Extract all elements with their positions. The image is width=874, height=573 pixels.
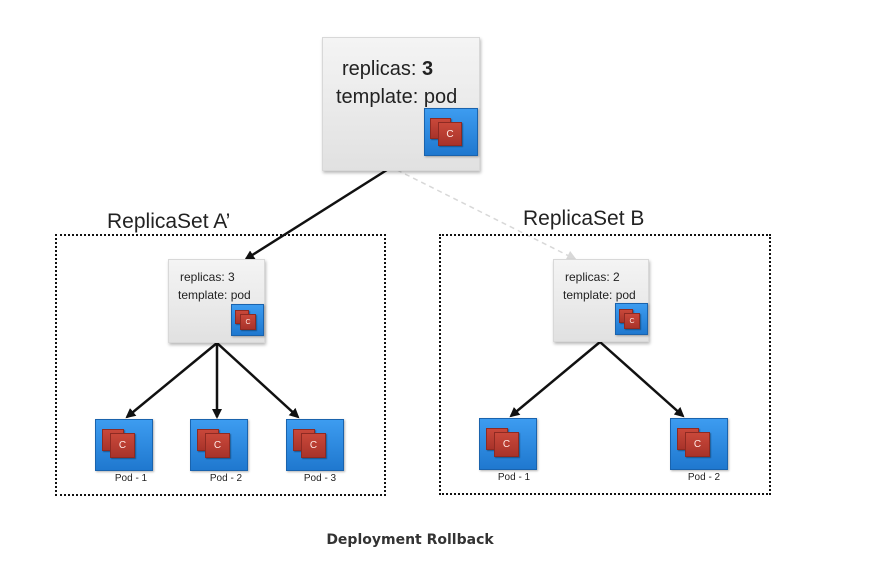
container-icon: C (205, 433, 230, 458)
pod-label: Pod - 2 (209, 473, 243, 484)
pod-label: Pod - 2 (687, 472, 721, 483)
replicaset-b-template: template: pod (563, 288, 636, 302)
deployment-replicas-label: replicas: (342, 58, 423, 80)
replicaset-b-to-pod-1-arrow (509, 341, 601, 418)
deployment-replicas-value: 3 (422, 58, 434, 80)
container-icon: C (438, 122, 462, 146)
deployment-to-replicaset-a-arrow (244, 166, 391, 261)
replicaset-a-template: template: pod (178, 288, 251, 302)
pod-icon: C (670, 418, 728, 470)
replicaset-a-replicas: replicas: 3 (180, 270, 235, 284)
container-icon: C (301, 433, 326, 458)
replicaset-b-card: replicas: 2 template: pod C (553, 259, 649, 342)
replicaset-b-to-pod-2-arrow (599, 341, 685, 418)
pod-label: Pod - 1 (497, 472, 531, 483)
deployment-to-replicaset-b-faded-arrow (396, 169, 577, 260)
pod-icon: C (286, 419, 344, 471)
replicaset-a-title: ReplicaSet A’ (107, 210, 231, 233)
replicaset-a-to-pod-3-arrow (216, 342, 300, 419)
pod-template-icon: C (231, 304, 264, 336)
container-icon: C (624, 313, 640, 329)
replicaset-a-group (55, 234, 386, 496)
replicaset-b-group (439, 234, 771, 495)
pod-label: Pod - 1 (114, 473, 148, 484)
pod-label: Pod - 3 (303, 473, 337, 484)
pod-icon: C (479, 418, 537, 470)
container-icon: C (494, 432, 519, 457)
container-icon: C (110, 433, 135, 458)
pod-template-icon: C (615, 303, 648, 335)
deployment-template: template: pod (336, 86, 458, 108)
container-icon: C (240, 314, 256, 330)
container-icon: C (685, 432, 710, 457)
pod-icon: C (190, 419, 248, 471)
replicaset-a-to-pod-1-arrow (125, 342, 218, 419)
deployment-replicas: replicas: 3 (342, 58, 433, 81)
deployment-card: replicas: 3 template: pod C (322, 37, 480, 171)
replicaset-b-title: ReplicaSet B (523, 207, 645, 230)
replicaset-a-card: replicas: 3 template: pod C (168, 259, 265, 343)
replicaset-b-replicas: replicas: 2 (565, 270, 620, 284)
pod-icon: C (95, 419, 153, 471)
pod-template-icon: C (424, 108, 478, 156)
diagram-caption: Deployment Rollback (326, 532, 494, 548)
